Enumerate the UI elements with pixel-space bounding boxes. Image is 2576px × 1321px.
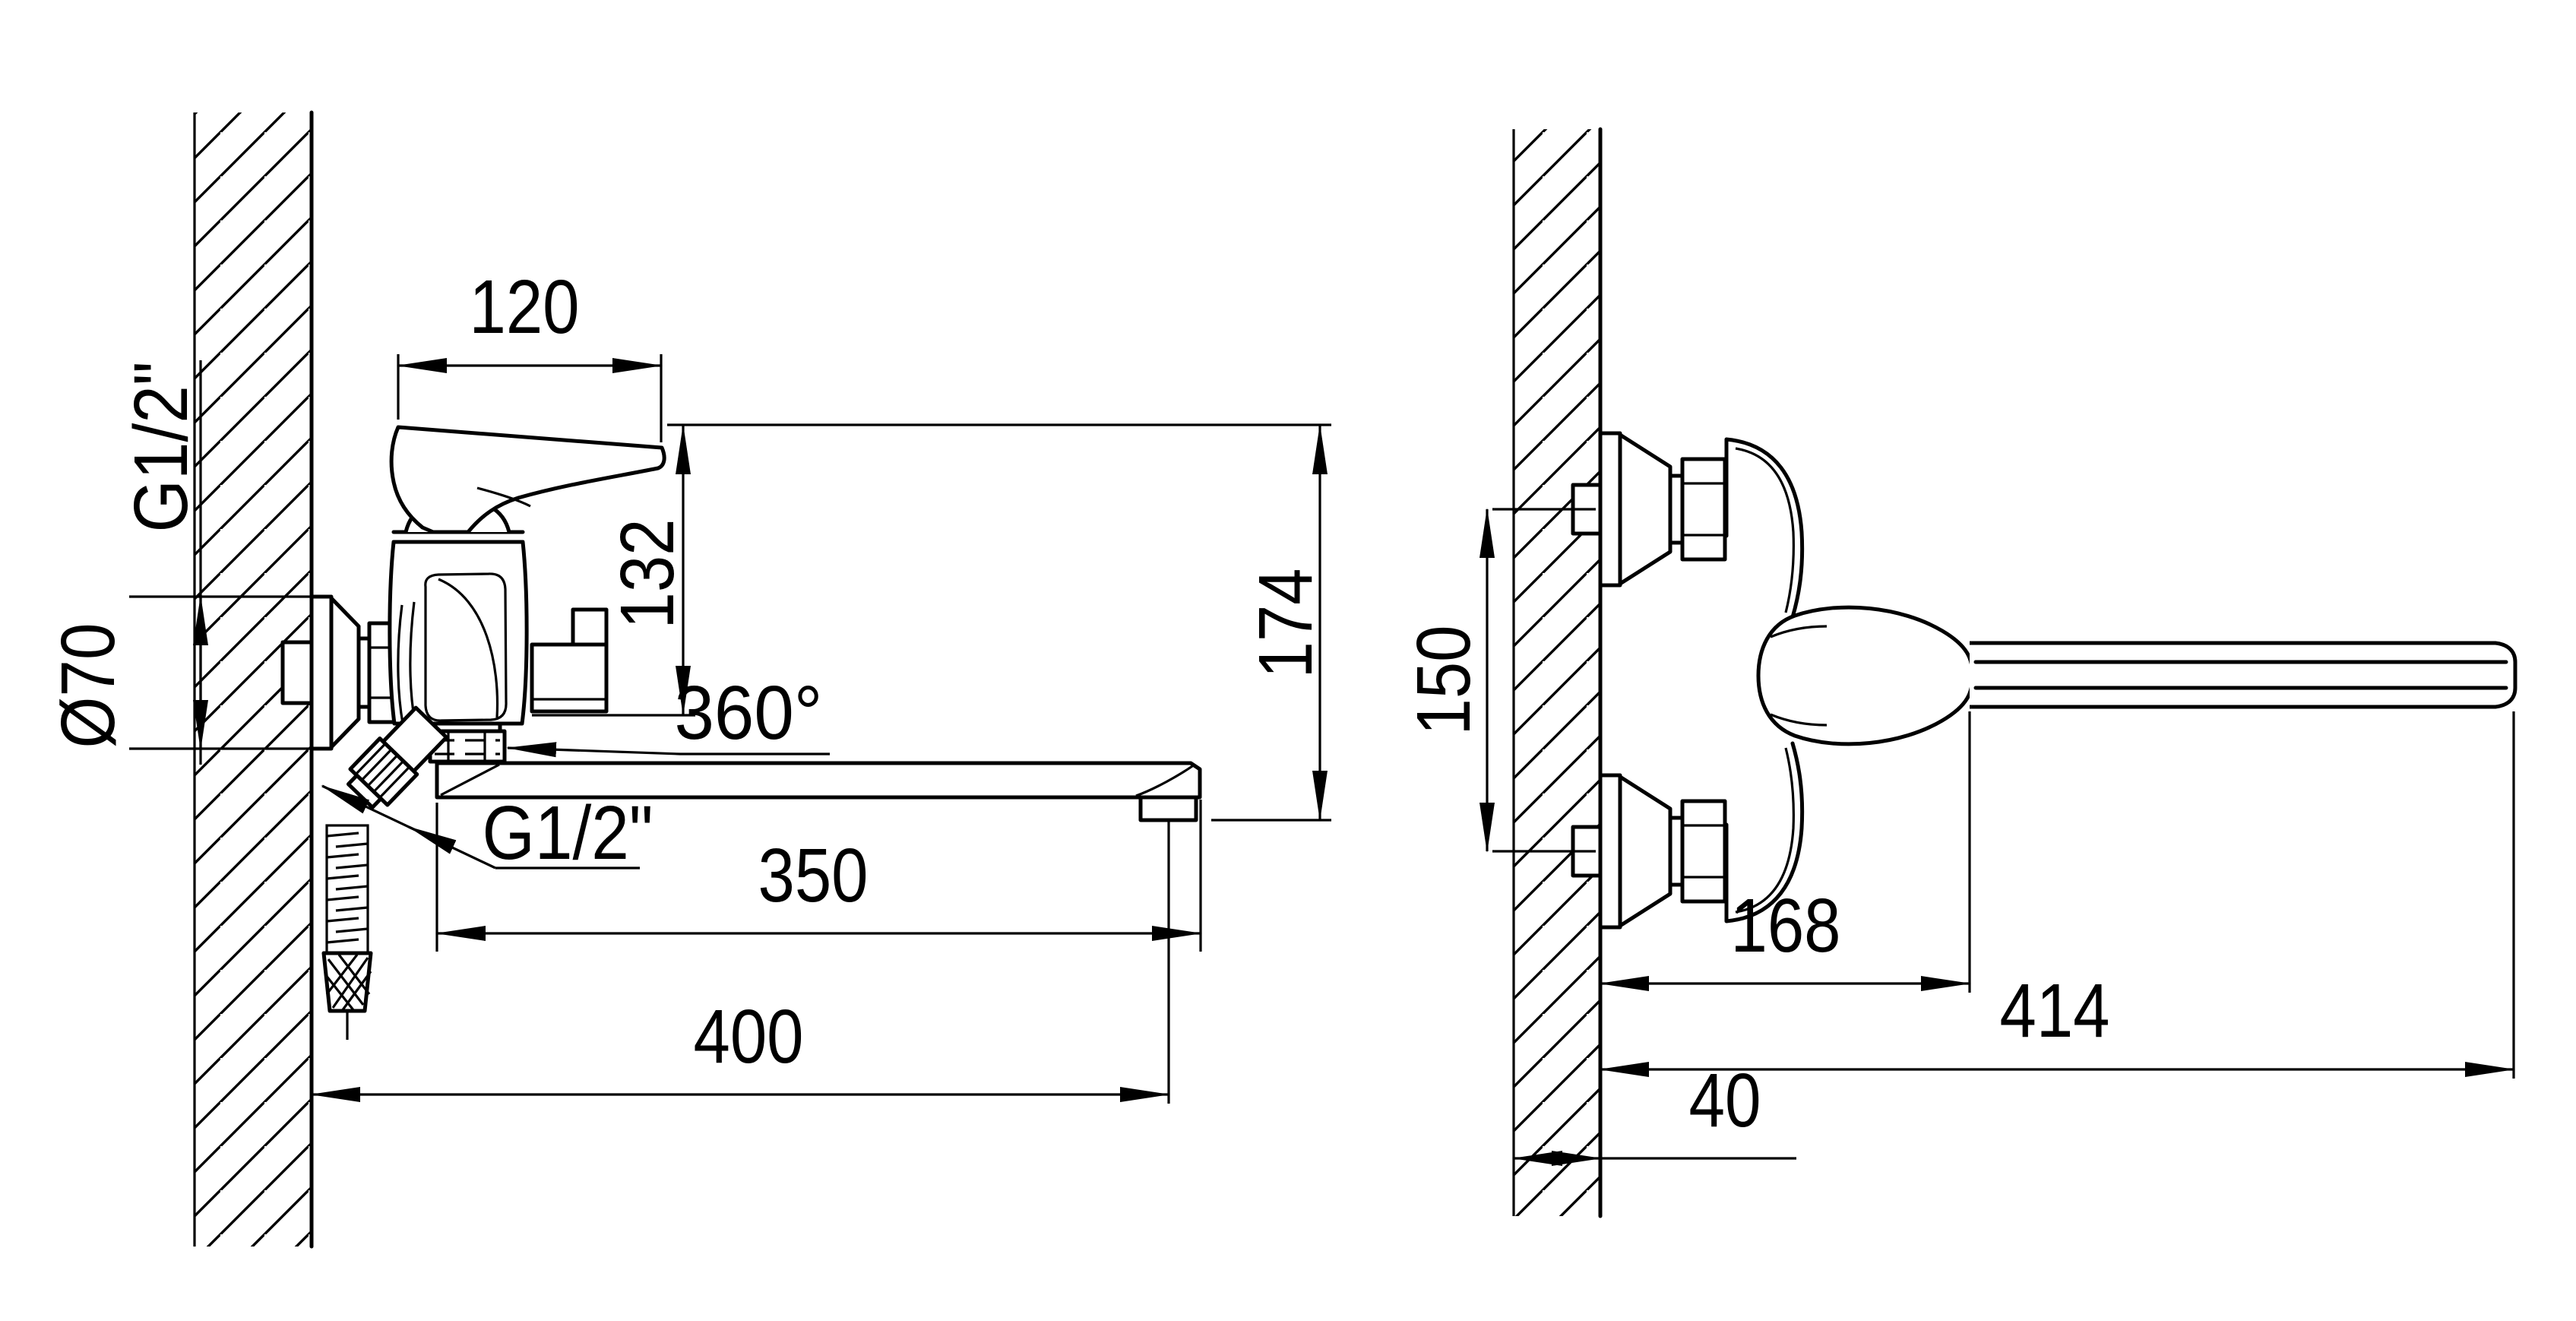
dim-wall-thread: G1/2" <box>119 360 204 765</box>
body-boss-bottom <box>1724 741 1805 923</box>
dim-132-label: 132 <box>605 519 690 629</box>
handle-outline <box>389 425 666 534</box>
dim-total-depth: 414 <box>1599 711 2515 1079</box>
spout-tube-plan <box>1970 641 2517 709</box>
fitting-knurl <box>324 954 372 1012</box>
dim-inlet-spacing: 150 <box>1401 508 1596 853</box>
side-view: 120 G1/2" Ø70 132 174 360° <box>46 110 1331 1249</box>
spout-tip-curve <box>1135 763 1195 797</box>
pipe-stub <box>280 640 314 705</box>
knob-step <box>571 607 609 647</box>
dim-body-depth: 168 <box>1599 711 1971 993</box>
dim-360-label: 360° <box>675 670 823 756</box>
lever-handle-side <box>389 425 666 534</box>
dim-414-label: 414 <box>2000 968 2110 1053</box>
dim-150-label: 150 <box>1401 626 1486 736</box>
rib <box>326 917 359 923</box>
rib <box>335 842 369 848</box>
leader-arrow2 <box>407 825 457 854</box>
diverter-knob <box>530 607 609 714</box>
knob-inner-line <box>1770 625 1828 638</box>
mixer-body-front <box>1724 437 1975 923</box>
body-curve <box>397 604 404 724</box>
body-boss-top <box>1724 437 1805 619</box>
dim-wall-thickness: 40 <box>1512 1058 1796 1166</box>
dim-120-label: 120 <box>470 265 580 350</box>
rib <box>326 874 359 880</box>
cartridge-line <box>424 572 508 722</box>
dim-spout-reach: 350 <box>435 800 1202 952</box>
wall-hatch <box>1514 129 1600 1216</box>
rib <box>326 895 359 901</box>
corrugated-hose <box>325 824 369 955</box>
wall-section-right <box>1512 127 1603 1218</box>
handle-knob-plan <box>1756 605 1975 746</box>
wall-flange <box>309 594 334 751</box>
wall-flange <box>1598 431 1622 588</box>
dim-70-label: Ø70 <box>46 623 131 749</box>
eccentric-connector-bottom <box>1598 773 1727 930</box>
body-boss-bottom-inner <box>1735 747 1795 914</box>
eccentric-connector-top <box>1598 431 1727 588</box>
label-spout-thread: G1/2" <box>321 784 653 876</box>
spout-tube <box>435 761 1202 800</box>
shower-hose <box>321 705 449 1040</box>
connector-nut <box>1680 799 1727 904</box>
dim-350-label: 350 <box>758 833 869 918</box>
knurl <box>372 760 404 793</box>
knurl <box>378 765 410 799</box>
knurl <box>366 754 399 787</box>
hose-end-fitting <box>321 951 373 1040</box>
wall-flange <box>1598 773 1622 930</box>
knob-inner-line <box>1770 713 1828 727</box>
handle-crease <box>476 486 531 508</box>
rib <box>326 832 359 838</box>
eccentric-cone <box>1618 775 1673 928</box>
dim-total-reach: 400 <box>310 820 1170 1104</box>
connector-nut <box>1680 457 1727 562</box>
dim-flange-diameter: Ø70 <box>46 595 313 750</box>
rib <box>335 906 369 912</box>
rib <box>335 863 369 870</box>
eccentric-cone <box>1618 432 1673 586</box>
dim-handle-width: 120 <box>397 265 663 442</box>
dim-body-height: 132 <box>532 423 1331 717</box>
dim-174-label: 174 <box>1243 569 1328 679</box>
cartridge-crease <box>438 578 499 718</box>
label-swivel-angle: 360° <box>506 670 830 758</box>
dim-400-label: 400 <box>694 994 804 1079</box>
wall-section-left <box>193 110 314 1249</box>
spout-collar-bevel <box>440 763 500 797</box>
front-view: 150 168 414 40 <box>1401 127 2517 1218</box>
rib <box>335 927 369 933</box>
aerator <box>1138 795 1198 822</box>
spout-plan <box>1970 641 2517 709</box>
rib <box>326 938 359 944</box>
leader-line <box>506 742 830 758</box>
dim-g12-spout-label: G1/2" <box>483 790 653 876</box>
knurl <box>355 743 387 775</box>
rib <box>335 885 369 891</box>
knob-body <box>530 642 609 714</box>
dim-g12-wall-label: G1/2" <box>119 362 204 533</box>
body-boss-top-inner <box>1735 447 1795 613</box>
rib <box>326 853 359 859</box>
knurl <box>360 749 393 781</box>
dim-168-label: 168 <box>1731 883 1841 968</box>
eccentric-cone <box>329 596 361 749</box>
body-outline <box>388 540 529 726</box>
dim-40-label: 40 <box>1689 1058 1761 1143</box>
dim-total-height: 174 <box>1211 424 1331 822</box>
eccentric-connector-side <box>309 594 399 751</box>
